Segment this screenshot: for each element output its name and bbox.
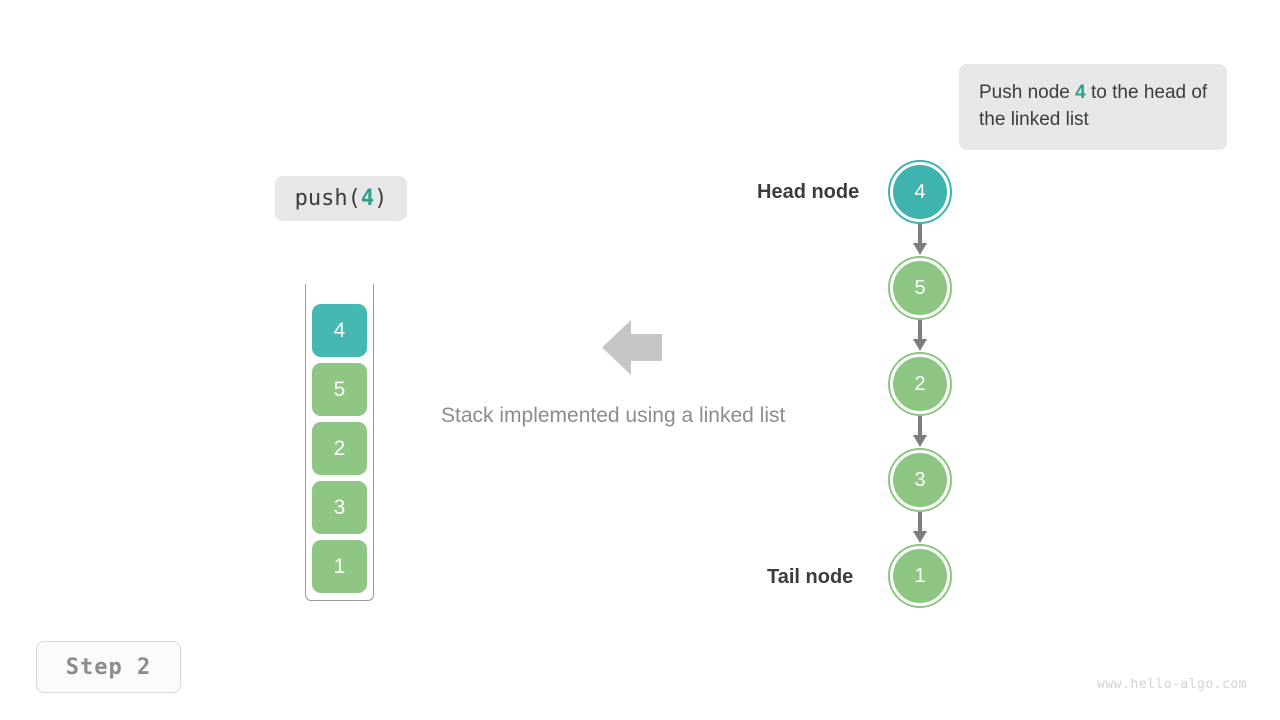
linked-list-node: 4 (888, 160, 952, 224)
operation-close-paren: ) (374, 186, 388, 211)
stack-cell-value: 4 (333, 319, 346, 342)
head-node-label: Head node (757, 181, 860, 203)
node-value: 3 (914, 469, 926, 491)
node-ring (888, 448, 952, 512)
callout-text-before: Push node (979, 82, 1076, 103)
step-badge: Step 2 (36, 641, 181, 693)
operation-argument: 4 (360, 186, 375, 211)
node-ring (888, 256, 952, 320)
stack-cell-list: 4 5 2 3 1 (312, 304, 367, 593)
node-value: 1 (914, 565, 926, 587)
node-core (893, 549, 947, 603)
callout-box: Push node 4 to the head of the linked li… (959, 64, 1227, 150)
stack-container (305, 284, 374, 601)
node-ring (888, 160, 952, 224)
linked-list-node: 2 (888, 352, 952, 416)
node-core (893, 165, 947, 219)
stack-cell-value: 3 (333, 496, 346, 519)
tail-node-label: Tail node (767, 566, 854, 588)
stack-cell: 2 (312, 422, 367, 475)
stack-cell-value: 1 (333, 555, 346, 578)
watermark: www.hello-algo.com (1097, 677, 1247, 692)
node-ring (888, 544, 952, 608)
operation-name: push (294, 186, 348, 211)
linked-list-arrow-icon (888, 224, 952, 256)
stack-cell: 3 (312, 481, 367, 534)
node-ring (888, 352, 952, 416)
linked-list-arrow-icon (888, 512, 952, 544)
linked-list-arrow-icon (888, 416, 952, 448)
node-value: 5 (914, 277, 926, 299)
linked-list-node: 3 (888, 448, 952, 512)
diagram-caption: Stack implemented using a linked list (441, 404, 786, 427)
operation-chip: push(4) (275, 176, 407, 221)
stack-cell-value: 2 (333, 437, 346, 460)
stack-cell-value: 5 (333, 378, 346, 401)
node-core (893, 453, 947, 507)
linked-list: 4 5 2 3 (888, 160, 952, 608)
node-value: 2 (914, 373, 926, 395)
linked-list-node: 5 (888, 256, 952, 320)
node-value: 4 (914, 181, 926, 203)
stack-cell: 4 (312, 304, 367, 357)
callout-text-after: to the head of the linked list (979, 82, 1208, 130)
linked-list-node: 1 (888, 544, 952, 608)
left-arrow-icon (602, 320, 662, 375)
stack-cell: 1 (312, 540, 367, 593)
node-core (893, 261, 947, 315)
callout-highlight-value: 4 (1075, 82, 1086, 103)
operation-open-paren: ( (347, 186, 361, 211)
stack-cell: 5 (312, 363, 367, 416)
node-core (893, 357, 947, 411)
linked-list-arrow-icon (888, 320, 952, 352)
